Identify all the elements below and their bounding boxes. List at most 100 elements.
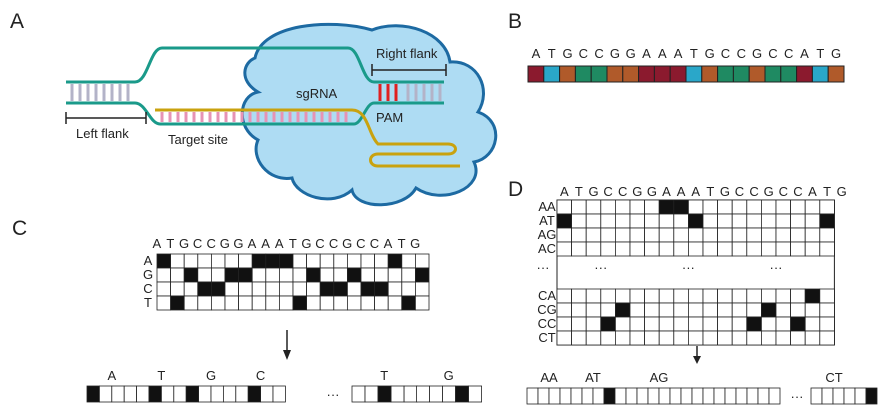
dinucleotide-cell — [761, 330, 777, 346]
encoded-cell — [148, 385, 162, 403]
dinucleotide-cell — [775, 288, 792, 304]
encoded-cell — [222, 385, 237, 403]
dinucleotide-cell — [688, 227, 704, 243]
onehot-cell — [360, 295, 376, 311]
onehot-cell — [292, 295, 308, 311]
encoded-cell — [854, 387, 867, 405]
encoded-letter: AA — [540, 370, 558, 385]
onehot-cell — [224, 281, 240, 297]
matrix-column-letter: G — [632, 184, 642, 199]
encoded-letter: C — [256, 368, 265, 383]
dinucleotide-cell — [717, 241, 733, 257]
encoded-cell — [691, 387, 704, 405]
dinucleotide-cell — [731, 213, 748, 229]
dinucleotide-cell — [731, 302, 748, 318]
onehot-cell — [156, 281, 172, 297]
encoded-cell — [403, 385, 418, 403]
matrix-row-label: A — [144, 253, 153, 268]
onehot-cell — [319, 253, 335, 269]
dinucleotide-cell — [658, 213, 675, 229]
encoded-cell — [260, 385, 274, 403]
onehot-cell — [265, 267, 280, 283]
matrix-column-letter: G — [588, 184, 598, 199]
dinucleotide-cell — [629, 288, 646, 304]
dinucleotide-cell — [673, 302, 689, 318]
onehot-cell — [401, 281, 416, 297]
dinucleotide-cell — [556, 302, 573, 318]
encoded-cell — [832, 387, 845, 405]
dinucleotide-cell — [731, 330, 748, 346]
dinucleotide-cell — [629, 227, 646, 243]
column-ellipsis: ··· — [770, 260, 783, 275]
nucleotide-color-box — [827, 65, 845, 83]
encoded-cell — [390, 385, 405, 403]
dinucleotide-cell — [702, 213, 719, 229]
matrix-column-letter: G — [233, 236, 243, 251]
dinucleotide-cell — [673, 330, 689, 346]
dinucleotide-cell — [615, 213, 631, 229]
matrix-column-letter: A — [662, 184, 671, 199]
dinucleotide-cell — [775, 330, 792, 346]
encoded-cell — [843, 387, 856, 405]
dinucleotide-cell — [746, 241, 762, 257]
nucleotide-color-box — [796, 65, 813, 83]
matrix-column-letter: A — [384, 236, 393, 251]
encoded-cell — [235, 385, 249, 403]
onehot-cell — [414, 295, 430, 311]
dinucleotide-cell — [717, 288, 733, 304]
dinucleotide-cell — [615, 330, 631, 346]
matrix-column-letter: C — [193, 236, 202, 251]
onehot-cell — [238, 295, 253, 311]
dinucleotide-cell — [600, 330, 616, 346]
encoded-cell — [455, 385, 469, 403]
encoded-cell — [198, 385, 212, 403]
dinucleotide-cell — [746, 330, 762, 346]
onehot-cell — [170, 253, 185, 269]
sequence-letter: T — [816, 46, 824, 61]
matrix-column-letter: T — [289, 236, 297, 251]
dinucleotide-cell — [600, 199, 616, 215]
dinucleotide-cell — [615, 316, 631, 332]
dinucleotide-cell — [556, 316, 573, 332]
dinucleotide-cell — [658, 302, 675, 318]
dinucleotide-cell — [775, 302, 792, 318]
dinucleotide-cell — [746, 227, 762, 243]
sgrna-label: sgRNA — [296, 86, 338, 101]
encoded-cell — [614, 387, 627, 405]
onehot-cell — [278, 295, 294, 311]
onehot-cell — [319, 281, 335, 297]
dinucleotide-cell — [644, 227, 660, 243]
dinucleotide-cell — [717, 213, 733, 229]
matrix-column-letter: G — [647, 184, 657, 199]
encoded-cell — [636, 387, 649, 405]
sequence-letter: G — [610, 46, 620, 61]
encoded-ellipsis: ··· — [327, 387, 340, 402]
onehot-cell — [251, 281, 267, 297]
dinucleotide-cell — [688, 316, 704, 332]
dinucleotide-cell — [673, 227, 689, 243]
onehot-cell — [387, 253, 403, 269]
right-flank-bracket — [371, 64, 447, 76]
matrix-column-letter: C — [735, 184, 744, 199]
encoded-cell — [680, 387, 693, 405]
onehot-cell — [387, 295, 403, 311]
dinucleotide-cell — [702, 330, 719, 346]
onehot-cell — [210, 281, 226, 297]
encoded-cell — [247, 385, 261, 403]
sequence-letter: G — [831, 46, 841, 61]
panel-c-down-arrow — [283, 330, 291, 360]
encoded-cell — [810, 387, 823, 405]
onehot-cell — [156, 267, 172, 283]
encoded-letter: G — [444, 368, 454, 383]
encoded-cell — [526, 387, 539, 405]
nucleotide-color-box — [606, 65, 624, 83]
onehot-cell — [374, 267, 389, 283]
encoded-cell — [746, 387, 759, 405]
panel-label-a: A — [10, 10, 24, 33]
dinucleotide-cell — [615, 241, 631, 257]
onehot-cell — [170, 267, 185, 283]
dinucleotide-cell — [790, 227, 806, 243]
dinucleotide-cell — [702, 316, 719, 332]
onehot-cell — [292, 253, 308, 269]
encoded-cell — [123, 385, 137, 403]
